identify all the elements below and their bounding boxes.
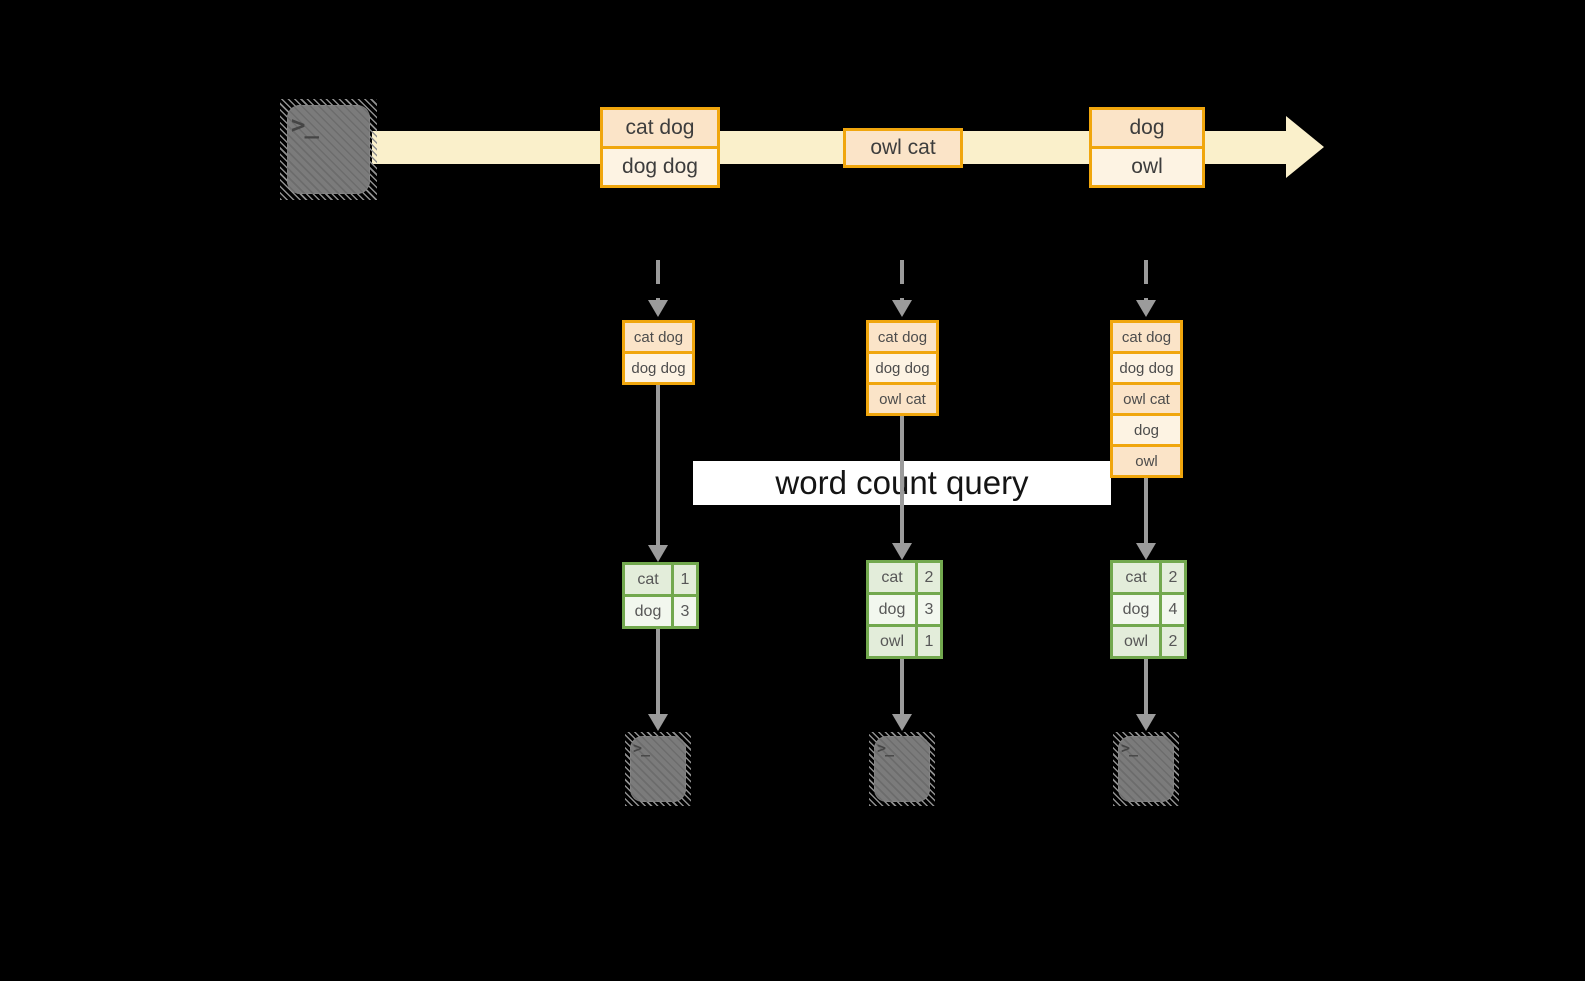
count-value: 2 bbox=[918, 563, 940, 592]
count-word: cat bbox=[1113, 563, 1159, 592]
table-row: cat 2 bbox=[869, 563, 940, 592]
arrow-head-icon bbox=[648, 714, 668, 731]
count-value: 2 bbox=[1162, 627, 1184, 656]
count-value: 4 bbox=[1162, 595, 1184, 624]
count-word: dog bbox=[869, 595, 915, 624]
table-row: dog 3 bbox=[625, 597, 696, 626]
dashed-arrow-line bbox=[1144, 260, 1148, 300]
count-value: 1 bbox=[918, 627, 940, 656]
stream-arrowhead-icon bbox=[1286, 116, 1324, 178]
arrow-line bbox=[900, 413, 904, 544]
count-table-2: cat 2 dog 3 owl 1 bbox=[866, 560, 943, 659]
terminal-icon: >_ bbox=[1113, 732, 1179, 806]
table-row: dog 3 bbox=[869, 595, 940, 624]
accumulated-event: dog bbox=[1113, 416, 1180, 444]
accumulated-events-box-1: cat dog dog dog bbox=[622, 320, 695, 385]
arrow-line bbox=[1144, 475, 1148, 544]
accumulated-event: owl cat bbox=[1113, 385, 1180, 413]
count-table-1: cat 1 dog 3 bbox=[622, 562, 699, 629]
terminal-icon-body bbox=[1117, 736, 1175, 802]
arrow-head-icon bbox=[648, 545, 668, 562]
dashed-arrow-head-icon bbox=[1136, 300, 1156, 317]
terminal-prompt-glyph: >_ bbox=[633, 739, 650, 757]
dashed-arrow-head-icon bbox=[892, 300, 912, 317]
accumulated-events-box-3: cat dog dog dog owl cat dog owl bbox=[1110, 320, 1183, 478]
terminal-prompt-glyph: >_ bbox=[291, 111, 319, 139]
dashed-arrow-line bbox=[656, 260, 660, 300]
arrow-line bbox=[656, 629, 660, 715]
arrow-line bbox=[656, 382, 660, 546]
stream-event-line: owl bbox=[1092, 149, 1202, 185]
count-value: 1 bbox=[674, 565, 696, 594]
accumulated-event: dog dog bbox=[1113, 354, 1180, 382]
terminal-icon: >_ bbox=[625, 732, 691, 806]
accumulated-event: dog dog bbox=[869, 354, 936, 382]
table-row: cat 2 bbox=[1113, 563, 1184, 592]
arrow-head-icon bbox=[1136, 543, 1156, 560]
terminal-icon-body bbox=[629, 736, 687, 802]
terminal-icon: >_ bbox=[869, 732, 935, 806]
accumulated-event: cat dog bbox=[625, 323, 692, 351]
count-word: cat bbox=[869, 563, 915, 592]
terminal-prompt-glyph: >_ bbox=[877, 739, 894, 757]
terminal-prompt-glyph: >_ bbox=[1121, 739, 1138, 757]
count-word: cat bbox=[625, 565, 671, 594]
accumulated-event: owl bbox=[1113, 447, 1180, 475]
stream-event-box-1: cat dog dog dog bbox=[600, 107, 720, 188]
stream-event-line: owl cat bbox=[846, 131, 960, 165]
table-row: cat 1 bbox=[625, 565, 696, 594]
arrow-line bbox=[1144, 659, 1148, 715]
count-table-3: cat 2 dog 4 owl 2 bbox=[1110, 560, 1187, 659]
stream-event-line: dog bbox=[1092, 110, 1202, 146]
count-value: 2 bbox=[1162, 563, 1184, 592]
accumulated-event: cat dog bbox=[869, 323, 936, 351]
arrow-head-icon bbox=[892, 714, 912, 731]
count-word: dog bbox=[625, 597, 671, 626]
arrow-line bbox=[900, 659, 904, 715]
count-word: owl bbox=[869, 627, 915, 656]
terminal-icon: >_ bbox=[280, 99, 377, 200]
table-row: owl 1 bbox=[869, 627, 940, 656]
accumulated-event: dog dog bbox=[625, 354, 692, 382]
table-row: dog 4 bbox=[1113, 595, 1184, 624]
accumulated-event: owl cat bbox=[869, 385, 936, 413]
arrow-head-icon bbox=[892, 543, 912, 560]
stream-event-line: cat dog bbox=[603, 110, 717, 146]
count-word: dog bbox=[1113, 595, 1159, 624]
terminal-icon-body bbox=[286, 105, 371, 194]
stream-event-line: dog dog bbox=[603, 149, 717, 185]
count-value: 3 bbox=[674, 597, 696, 626]
dashed-arrow-line bbox=[900, 260, 904, 300]
table-row: owl 2 bbox=[1113, 627, 1184, 656]
stream-event-box-2: owl cat bbox=[843, 128, 963, 168]
accumulated-event: cat dog bbox=[1113, 323, 1180, 351]
terminal-icon-body bbox=[873, 736, 931, 802]
stream-event-box-3: dog owl bbox=[1089, 107, 1205, 188]
arrow-head-icon bbox=[1136, 714, 1156, 731]
count-value: 3 bbox=[918, 595, 940, 624]
dashed-arrow-head-icon bbox=[648, 300, 668, 317]
accumulated-events-box-2: cat dog dog dog owl cat bbox=[866, 320, 939, 416]
count-word: owl bbox=[1113, 627, 1159, 656]
